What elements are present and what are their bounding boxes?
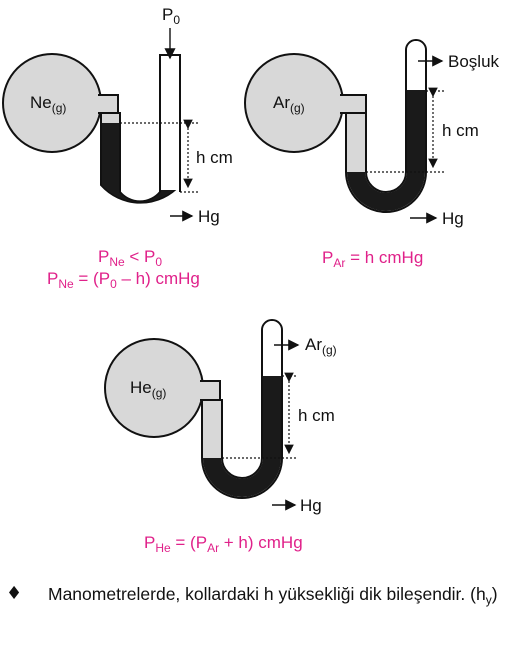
ne-caption-1: PNe < P0 [98, 247, 162, 269]
he-mercury [203, 376, 281, 497]
he-caption: PHe = (PAr + h) cmHg [144, 533, 303, 555]
he-u-tube [201, 319, 283, 499]
he-connector [200, 380, 221, 401]
note-text: Manometrelerde, kollardaki h yüksekliği … [48, 584, 498, 607]
ne-mercury [102, 123, 179, 203]
ar-mercury [347, 90, 425, 211]
manometer-ar: h cm Boşluk Hg Ar(g) [244, 39, 500, 228]
ar-vacuum-label: Boşluk [448, 52, 500, 71]
he-height-label: h cm [298, 406, 335, 425]
ne-hg-label: Hg [198, 207, 220, 226]
ne-height-label: h cm [196, 148, 233, 167]
ne-connector [98, 94, 119, 114]
he-ar-label: Ar(g) [305, 335, 337, 357]
ne-gas-label: Ne(g) [30, 93, 66, 115]
he-gas-label: He(g) [130, 378, 166, 400]
he-hg-label: Hg [300, 496, 322, 515]
ar-connector [340, 94, 367, 114]
manometer-ne: h cm P0 Hg Ne(g) [2, 5, 233, 226]
bullet-icon: ♦ [6, 583, 23, 604]
ar-gas-label: Ar(g) [273, 93, 305, 115]
ar-u-tube [345, 39, 427, 213]
ne-p0-label: P0 [162, 5, 180, 27]
ar-height-label: h cm [442, 121, 479, 140]
ar-caption: PAr = h cmHg [322, 248, 423, 270]
manometer-he: h cm Ar(g) Hg He(g) [104, 319, 337, 515]
ne-caption-2: PNe = (P0 – h) cmHg [47, 269, 200, 291]
ar-hg-label: Hg [442, 209, 464, 228]
